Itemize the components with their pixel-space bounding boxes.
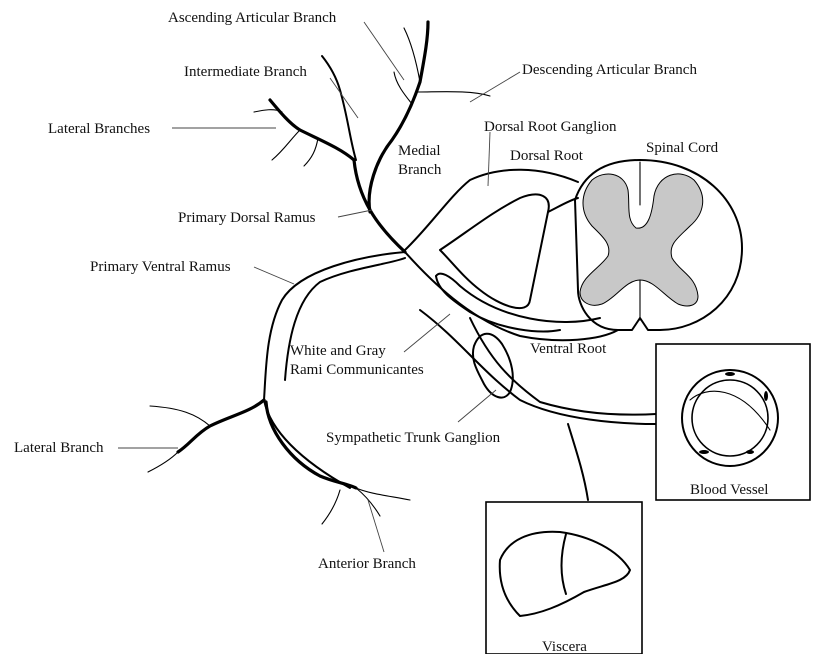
label-lateral-branch: Lateral Branch xyxy=(14,440,104,456)
leader-anterior-branch xyxy=(368,500,384,552)
anterior-branch-sub-1 xyxy=(356,488,410,500)
label-primary-dorsal-ramus: Primary Dorsal Ramus xyxy=(178,210,316,226)
blood-vessel-panel xyxy=(656,344,810,500)
lateral-branches-sub-2 xyxy=(304,138,318,166)
lateral-branches-sub-1 xyxy=(272,130,300,160)
viscera-panel xyxy=(486,502,642,654)
leader-primary-dorsal-ramus xyxy=(338,210,372,217)
medial-branch-fork-1 xyxy=(404,28,420,82)
label-medial-branch-line1: Medial xyxy=(398,143,441,159)
label-white-gray-line1: White and Gray xyxy=(290,343,386,359)
sympathetic-trunk-ganglion xyxy=(473,334,513,398)
labels: Ascending Articular Branch Intermediate … xyxy=(14,10,768,654)
label-descending-articular-branch: Descending Articular Branch xyxy=(522,62,697,78)
leader-ascending-articular xyxy=(364,22,404,80)
label-anterior-branch: Anterior Branch xyxy=(318,556,416,572)
dorsal-root-ganglion xyxy=(405,170,578,308)
leader-white-gray xyxy=(404,314,450,352)
leader-dorsal-root-ganglion xyxy=(488,132,490,186)
label-ventral-root: Ventral Root xyxy=(530,341,607,357)
leader-sympathetic-trunk xyxy=(458,390,496,422)
leader-primary-ventral-ramus xyxy=(254,267,294,284)
vessel-cell-4 xyxy=(746,450,754,454)
medial-branch-fork-2 xyxy=(418,92,490,96)
dorsal-root-lower-edge xyxy=(548,198,578,212)
ventral-branches xyxy=(148,400,410,524)
label-lateral-branches: Lateral Branches xyxy=(48,121,150,137)
label-dorsal-root-ganglion: Dorsal Root Ganglion xyxy=(484,119,617,135)
lateral-branch-sub-1 xyxy=(150,406,210,426)
label-medial-branch-line2: Branch xyxy=(398,162,442,178)
label-intermediate-branch: Intermediate Branch xyxy=(184,64,307,80)
vessel-cell-3 xyxy=(699,450,709,454)
label-blood-vessel: Blood Vessel xyxy=(690,482,768,498)
leader-intermediate xyxy=(330,78,358,118)
lateral-branch-sub-2 xyxy=(148,452,178,472)
ventral-ramus-vessel-branch-2 xyxy=(470,318,656,415)
vessel-cell-1 xyxy=(725,372,735,376)
viscera-frame xyxy=(486,502,642,654)
label-viscera: Viscera xyxy=(542,639,587,654)
label-primary-ventral-ramus: Primary Ventral Ramus xyxy=(90,259,231,275)
label-sympathetic-trunk-ganglion: Sympathetic Trunk Ganglion xyxy=(326,430,501,446)
lateral-branch-trunk xyxy=(178,400,264,452)
label-spinal-cord: Spinal Cord xyxy=(646,140,719,156)
medial-branch xyxy=(369,22,428,212)
spinal-cord xyxy=(575,160,742,330)
ventral-ramus-vessel-branch xyxy=(420,310,656,424)
ganglion-inner-outline xyxy=(440,194,549,308)
ventral-root-loop xyxy=(436,274,600,322)
label-dorsal-root: Dorsal Root xyxy=(510,148,584,164)
anterior-branch-sub-2 xyxy=(322,490,340,524)
viscera-nerve xyxy=(568,424,588,500)
ventral-root-inner xyxy=(436,276,560,331)
label-ascending-articular-branch: Ascending Articular Branch xyxy=(168,10,337,26)
gray-matter xyxy=(580,174,703,306)
leader-descending-articular xyxy=(470,72,520,102)
label-white-gray-line2: Rami Communicantes xyxy=(290,362,424,378)
vessel-cell-2 xyxy=(764,391,768,401)
lateral-branches-main xyxy=(270,100,354,160)
blood-vessel-frame xyxy=(656,344,810,500)
medial-branch-fork-3 xyxy=(394,72,412,104)
